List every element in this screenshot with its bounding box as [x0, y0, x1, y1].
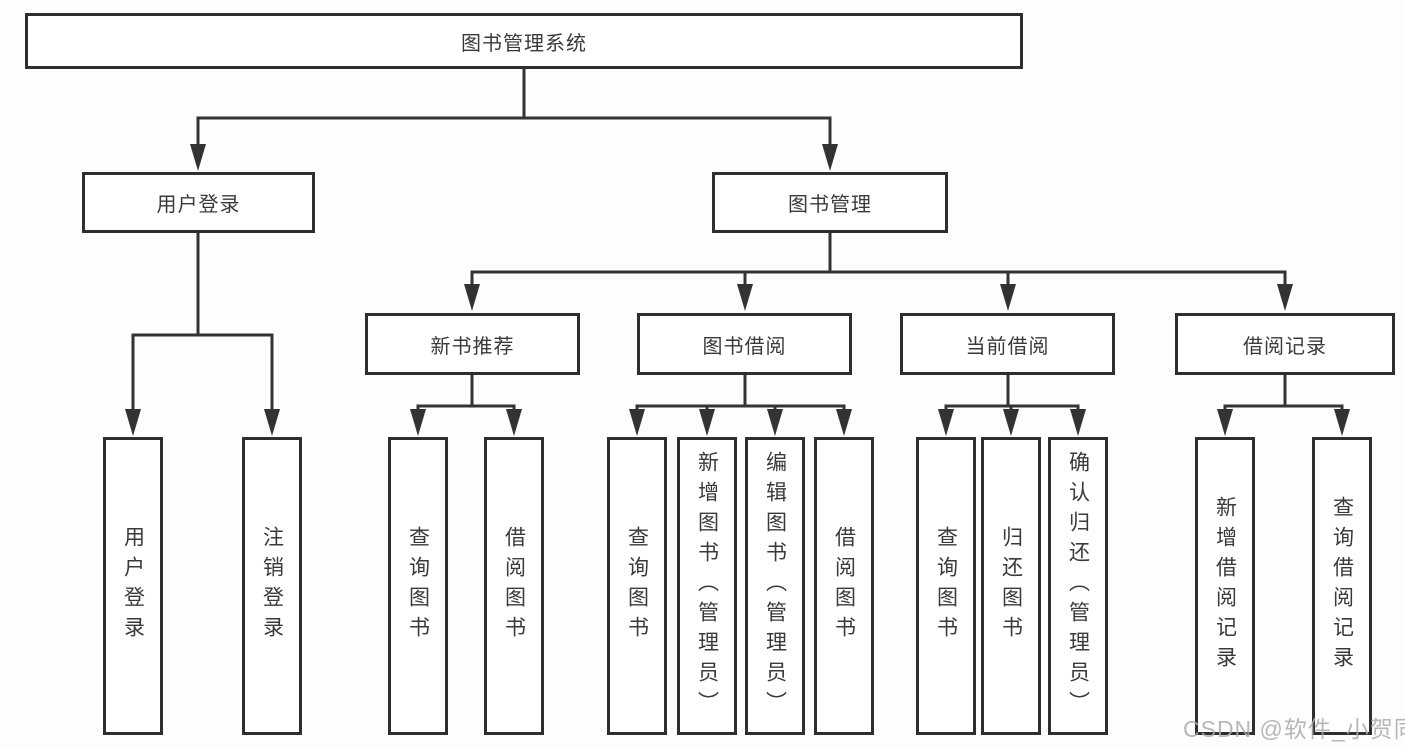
- leaf-return-books: 归还图书: [981, 437, 1041, 735]
- csdn-watermark: CSDN @软件_小贺同学: [1183, 716, 1405, 742]
- leaf-user-login: 用户登录: [103, 437, 163, 735]
- leaf-query-books-current: 查询图书: [916, 437, 976, 735]
- leaf-borrow-books-recommend: 借阅图书: [484, 437, 544, 735]
- leaf-query-books-borrow: 查询图书: [607, 437, 667, 735]
- node-new-book-recommend: 新书推荐: [365, 313, 580, 375]
- node-borrow-records: 借阅记录: [1175, 313, 1395, 375]
- leaf-query-books-recommend: 查询图书: [388, 437, 448, 735]
- leaf-add-book-admin: 新增图书（管理员）: [677, 437, 737, 735]
- node-book-borrow: 图书借阅: [637, 313, 852, 375]
- leaf-add-borrow-record: 新增借阅记录: [1195, 437, 1255, 735]
- leaf-edit-book-admin: 编辑图书（管理员）: [745, 437, 805, 735]
- leaf-query-borrow-record: 查询借阅记录: [1312, 437, 1372, 735]
- node-book-management: 图书管理: [712, 172, 948, 233]
- leaf-confirm-return-admin: 确认归还（管理员）: [1048, 437, 1108, 735]
- leaf-logout: 注销登录: [242, 437, 302, 735]
- node-library-management-system: 图书管理系统: [25, 13, 1023, 69]
- node-current-borrow: 当前借阅: [900, 313, 1115, 375]
- leaf-borrow-books: 借阅图书: [814, 437, 874, 735]
- node-user-login: 用户登录: [82, 172, 315, 233]
